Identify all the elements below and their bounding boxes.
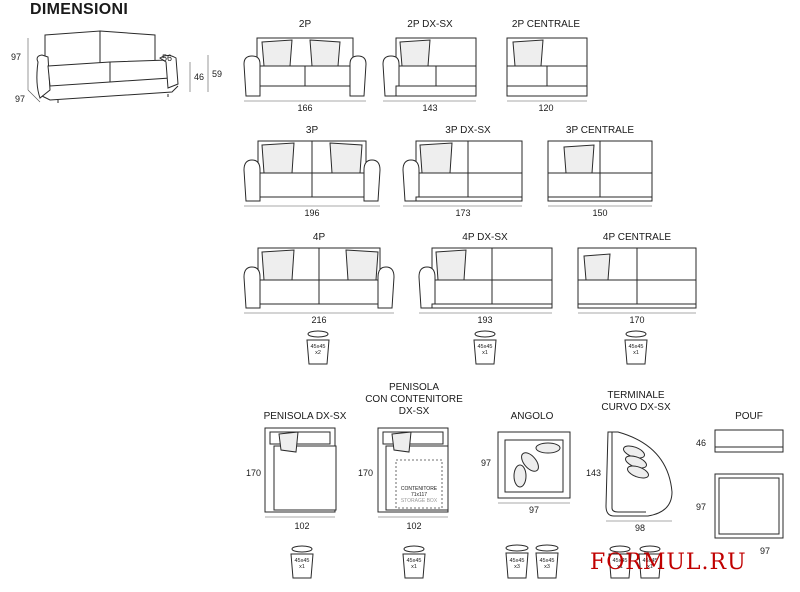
angolo-height: 97	[481, 458, 492, 468]
penisola-label: PENISOLA DX-SX	[263, 411, 347, 422]
penisola-contenitore-width: 102	[406, 521, 422, 531]
model-2p-width: 166	[297, 103, 313, 113]
pouf-drawing	[714, 429, 784, 539]
model-4p-width: 216	[311, 315, 327, 325]
model-4p-label: 4P	[312, 232, 326, 243]
cushion-icon	[290, 545, 314, 579]
model-4p-dxsx-label: 4P DX-SX	[462, 232, 508, 243]
page-heading: DIMENSIONI	[30, 1, 129, 18]
model-2p-centrale-width: 120	[538, 103, 554, 113]
terminale-curvo-drawing	[605, 431, 673, 522]
model-4p-centrale-width: 170	[629, 315, 645, 325]
model-4p-centrale-label: 4P CENTRALE	[602, 232, 672, 243]
pouf-width: 97	[759, 546, 771, 556]
terminale-width: 98	[634, 523, 646, 533]
model-3p-dxsx-width: 173	[455, 208, 471, 218]
pouf-label: POUF	[735, 411, 763, 422]
cushion-icon	[402, 545, 426, 579]
cushion-icon	[624, 330, 648, 365]
sofa-4p-dxsx-drawing	[418, 247, 553, 314]
model-3p-dxsx-label: 3P DX-SX	[445, 125, 491, 136]
penisola-contenitore-height: 170	[358, 468, 374, 478]
model-2p-dxsx-label: 2P DX-SX	[407, 19, 453, 30]
model-3p-label: 3P	[305, 125, 319, 136]
sofa-2p-centrale-drawing	[506, 37, 588, 102]
cushion-icon	[473, 330, 497, 365]
pouf-height: 46	[696, 438, 707, 448]
model-2p-dxsx-width: 143	[422, 103, 438, 113]
terminale-height: 143	[586, 468, 602, 478]
storage-box-label: CONTENITORE 71x117 STORAGE BOX	[400, 486, 438, 504]
model-3p-centrale-label: 3P CENTRALE	[565, 125, 635, 136]
model-3p-centrale-width: 150	[592, 208, 608, 218]
overview-seat-height: 46	[194, 72, 205, 82]
angolo-drawing	[497, 431, 571, 504]
penisola-contenitore-drawing	[377, 427, 449, 518]
sofa-3p-centrale-drawing	[547, 140, 653, 207]
overview-arm-height: 56	[162, 53, 173, 63]
sofa-3p-dxsx-drawing	[402, 140, 523, 207]
sofa-4p-drawing	[243, 247, 395, 314]
overview-depth: 97	[15, 94, 26, 104]
cushion-icon	[535, 544, 559, 579]
model-2p-label: 2P	[298, 19, 312, 30]
sofa-2p-drawing	[243, 37, 367, 102]
cushion-icon	[638, 545, 662, 579]
watermark: FORMUL.RU	[590, 550, 747, 575]
model-2p-centrale-label: 2P CENTRALE	[511, 19, 581, 30]
sofa-2p-dxsx-drawing	[382, 37, 477, 102]
overview-back-height: 59	[212, 69, 223, 79]
terminale-label: TERMINALE CURVO DX-SX	[601, 390, 671, 413]
penisola-contenitore-label: PENISOLA CON CONTENITORE DX-SX	[365, 382, 463, 417]
model-4p-dxsx-width: 193	[477, 315, 493, 325]
pouf-depth: 97	[696, 502, 707, 512]
cushion-icon	[505, 544, 529, 579]
penisola-width: 102	[294, 521, 310, 531]
model-3p-width: 196	[304, 208, 320, 218]
overview-sofa-drawing	[27, 30, 209, 103]
penisola-drawing	[264, 427, 337, 518]
penisola-height: 170	[246, 468, 262, 478]
cushion-icon	[306, 330, 330, 365]
sofa-4p-centrale-drawing	[577, 247, 697, 314]
sofa-3p-drawing	[243, 140, 381, 207]
overview-height: 97	[11, 52, 22, 62]
angolo-label: ANGOLO	[510, 411, 554, 422]
cushion-icon	[608, 545, 632, 579]
angolo-width: 97	[528, 505, 540, 515]
